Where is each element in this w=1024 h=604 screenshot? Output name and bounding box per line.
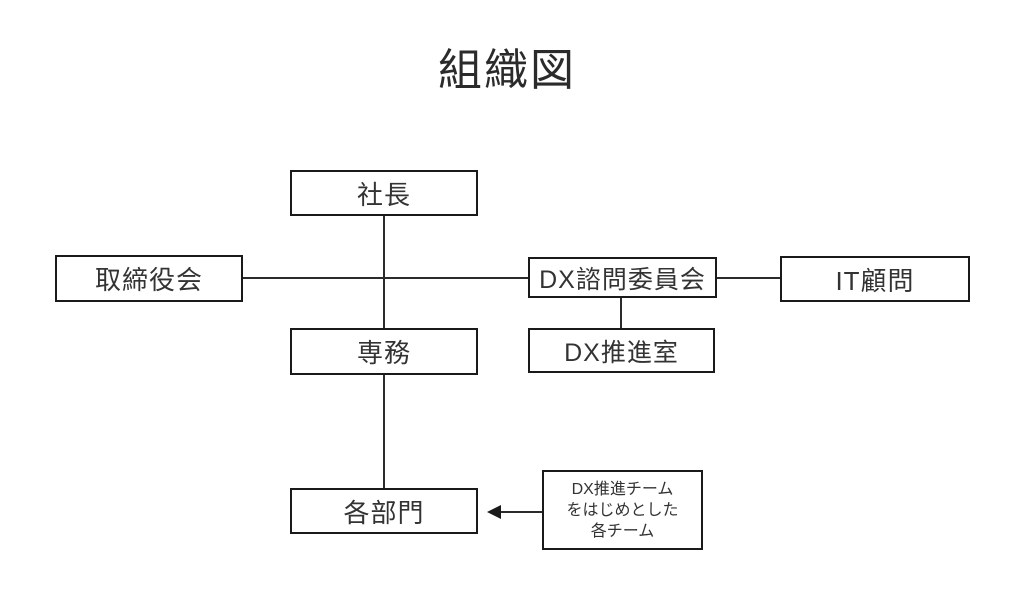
node-dx-advisory-label: DX諮問委員会 [539, 265, 706, 294]
node-departments-label: 各部門 [343, 497, 425, 528]
node-board-label: 取締役会 [94, 265, 203, 295]
node-annotation-dx-teams: DX推進チーム をはじめとした 各チーム [542, 470, 703, 550]
connector-dx-advisory-dx-office [620, 298, 622, 328]
annotation-line-1: DX推進チーム [571, 480, 674, 498]
connector-dx-advisory-it-advisor [717, 277, 780, 279]
node-president-label: 社長 [356, 179, 411, 210]
node-it-advisor: IT顧問 [780, 256, 970, 302]
arrow-annotation-to-departments [499, 511, 542, 513]
node-dx-promotion-office: DX推進室 [528, 328, 715, 373]
annotation-line-2: をはじめとした [566, 501, 679, 519]
node-dx-office-label: DX推進室 [564, 338, 679, 367]
node-senior-managing-director: 専務 [290, 328, 478, 375]
node-board-of-directors: 取締役会 [55, 255, 243, 302]
connector-president-senmu [383, 216, 385, 328]
node-departments: 各部門 [290, 488, 478, 534]
annotation-line-3: 各チーム [590, 522, 655, 540]
connector-senmu-departments [383, 375, 385, 488]
chart-title: 組織図 [438, 46, 576, 95]
arrow-left-icon [487, 505, 501, 519]
node-it-advisor-label: IT顧問 [835, 265, 915, 296]
node-senmu-label: 専務 [356, 338, 411, 368]
node-dx-advisory-committee: DX諮問委員会 [528, 257, 717, 298]
node-president: 社長 [290, 170, 478, 216]
connector-board-dx-advisory [243, 277, 528, 279]
